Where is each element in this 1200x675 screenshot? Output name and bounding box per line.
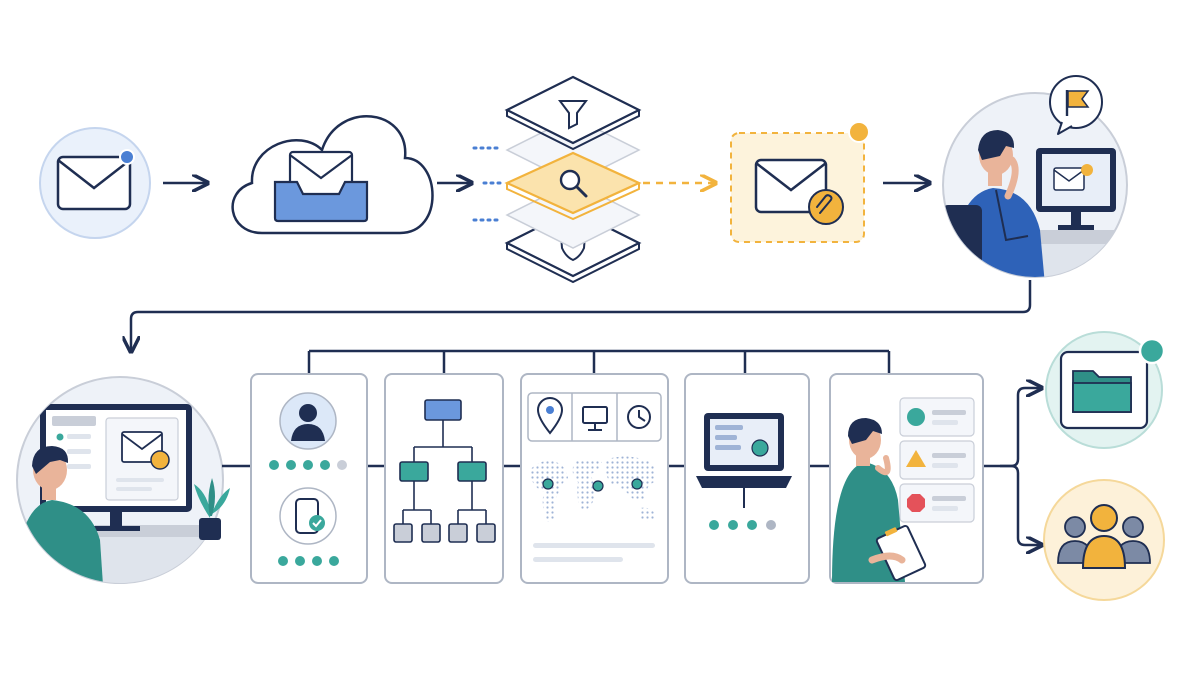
endpoint-device-card (684, 373, 810, 584)
folder-icon (1072, 370, 1132, 413)
progress-dots (269, 460, 347, 470)
ok-status-icon (907, 408, 925, 426)
org-chart-icon (393, 399, 496, 543)
org-hierarchy-card (384, 373, 504, 584)
flag-icon (1049, 75, 1103, 135)
notification-dot-icon (119, 149, 135, 165)
progress-dots-3 (709, 520, 776, 530)
world-map-icon (530, 456, 657, 522)
warning-icon (906, 450, 926, 467)
person-with-clipboard-icon (832, 418, 927, 582)
escalated-outcome-node (1043, 479, 1165, 601)
magnifier-icon (559, 169, 588, 198)
envelope-icon (56, 155, 132, 211)
outcome-branches (1000, 388, 1040, 545)
risk-assessment-card (829, 373, 984, 584)
progress-dots-2 (278, 556, 339, 566)
monitor-email-icon (40, 404, 192, 531)
laptop-icon (696, 413, 792, 508)
stop-icon (907, 494, 925, 512)
user-avatar-icon (279, 392, 337, 450)
envelope-attachment-icon (754, 158, 844, 225)
incoming-email-node (39, 127, 151, 239)
dotted-input-lines (472, 146, 504, 222)
analyst-review-node (942, 75, 1128, 278)
row2-connectors (222, 349, 1000, 468)
clock-icon (627, 405, 651, 429)
team-icon (1057, 504, 1151, 569)
location-pin-icon (536, 397, 564, 435)
monitor-icon (582, 406, 608, 431)
return-connector (131, 280, 1032, 350)
inbox-tray-icon (273, 150, 369, 223)
quarantined-email-node (730, 121, 870, 243)
context-map-card (520, 373, 669, 584)
plant-icon (194, 478, 230, 540)
cloud-mailbox-node (231, 115, 434, 235)
alert-dot-icon (848, 121, 870, 143)
status-checklist (899, 397, 975, 523)
identity-check-card (250, 373, 368, 584)
filter-stack-node (472, 75, 642, 284)
investigator-node (16, 376, 230, 584)
archived-outcome-node (1045, 331, 1166, 449)
mobile-verified-icon (279, 487, 337, 545)
funnel-icon (558, 100, 588, 130)
status-dot-icon (1138, 337, 1166, 365)
